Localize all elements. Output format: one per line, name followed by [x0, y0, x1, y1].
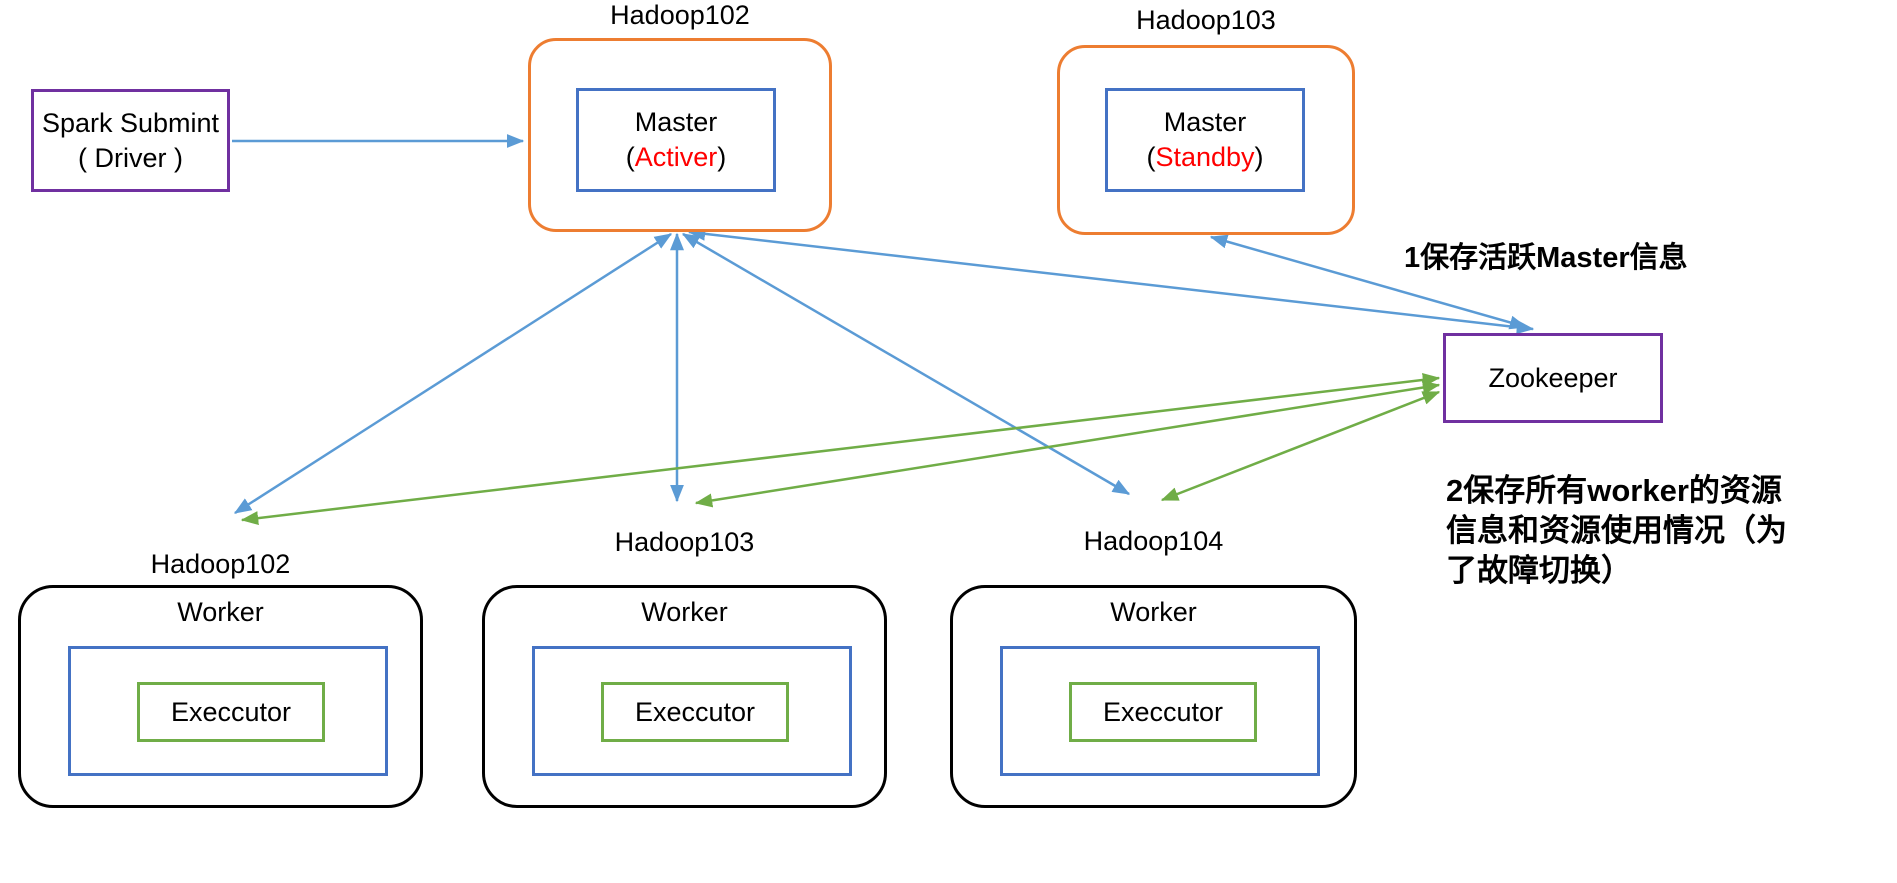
host-label-worker-hadoop103: Hadoop103 — [614, 527, 755, 557]
annotation-save-active-master-info: 1保存活跃Master信息 — [1404, 242, 1688, 274]
executor-node: Execcutor — [1069, 682, 1257, 742]
spark-driver-line1: Spark Submint — [41, 107, 220, 138]
host-label-worker-hadoop104: Hadoop104 — [1083, 526, 1224, 556]
arrow-worker-hadoop102-zookeeper — [240, 372, 1441, 526]
master-standby-node: Master (Standby) — [1105, 88, 1305, 192]
spark-driver-node: Spark Submint ( Driver ) — [31, 89, 230, 192]
master-standby-status-text: Standby — [1155, 142, 1255, 172]
worker-executor-container: Execcutor — [532, 646, 852, 776]
close-paren: ) — [1254, 142, 1264, 172]
master-active-status-text: Activer — [634, 142, 718, 172]
master-standby-status: (Standby) — [1146, 140, 1263, 175]
arrow-master-standby-zookeeper — [1209, 234, 1528, 330]
host-label-master-standby: Hadoop103 — [1136, 5, 1276, 35]
master-active-host-frame — [528, 38, 832, 232]
host-label-worker-hadoop102: Hadoop102 — [150, 549, 291, 579]
zookeeper-node: Zookeeper — [1443, 333, 1663, 423]
executor-node: Execcutor — [601, 682, 789, 742]
arrow-master-active-worker-hadoop104 — [681, 232, 1131, 496]
annotation-line: 了故障切换） — [1446, 553, 1632, 588]
spark-driver-line2: ( Driver ) — [78, 142, 183, 173]
executor-label: Execcutor — [1102, 696, 1224, 727]
zookeeper-label: Zookeeper — [1488, 362, 1618, 393]
master-active-status: (Activer) — [626, 140, 727, 175]
worker-node-hadoop104: Worker Execcutor — [950, 585, 1357, 808]
host-label-master-active: Hadoop102 — [610, 0, 750, 30]
worker-node-hadoop102: Worker Execcutor — [18, 585, 423, 808]
worker-title: Worker — [641, 597, 728, 627]
open-paren: ( — [625, 142, 635, 172]
worker-title: Worker — [177, 597, 264, 627]
annotation-line: 2保存所有worker的资源 — [1446, 473, 1782, 508]
executor-label: Execcutor — [634, 696, 756, 727]
arrow-worker-hadoop104-zookeeper — [1160, 390, 1441, 502]
master-active-name: Master — [634, 107, 718, 137]
open-paren: ( — [1146, 142, 1156, 172]
master-standby-name: Master — [1163, 107, 1247, 137]
annotation-line: 信息和资源使用情况（为 — [1446, 513, 1787, 548]
worker-node-hadoop103: Worker Execcutor — [482, 585, 887, 808]
worker-executor-container: Execcutor — [1000, 646, 1320, 776]
arrow-master-active-worker-hadoop102 — [233, 232, 673, 515]
annotation-save-worker-resources: 2保存所有worker的资源 信息和资源使用情况（为 了故障切换） — [1446, 471, 1846, 591]
arrow-worker-hadoop103-zookeeper — [694, 380, 1441, 508]
worker-title: Worker — [1110, 597, 1197, 627]
master-active-node: Master (Activer) — [576, 88, 776, 192]
executor-label: Execcutor — [170, 696, 292, 727]
close-paren: ) — [717, 142, 727, 172]
worker-executor-container: Execcutor — [68, 646, 388, 776]
executor-node: Execcutor — [137, 682, 325, 742]
